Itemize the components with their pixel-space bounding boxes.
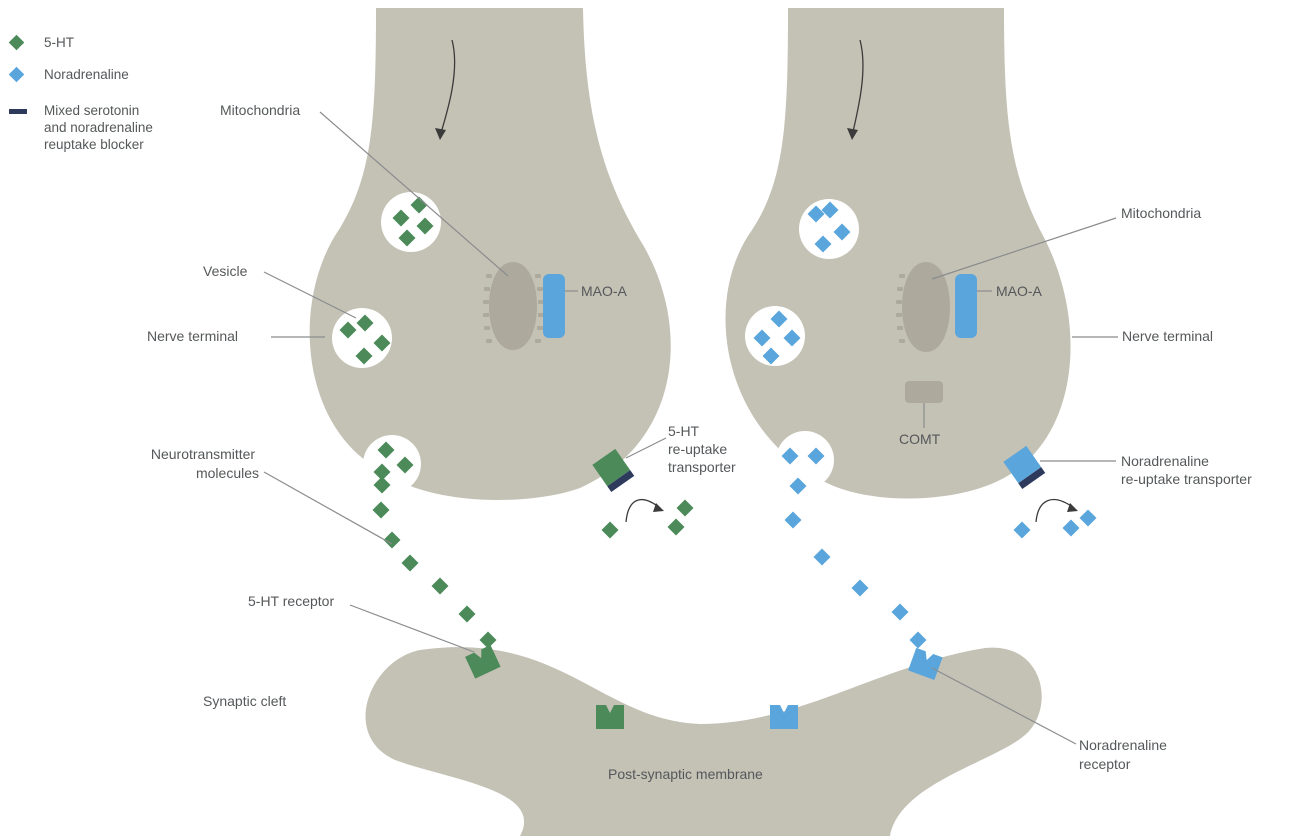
label-nerve-terminal-right: Nerve terminal [1122,328,1213,344]
mao-a-left-enzyme [543,274,565,338]
vesicle-left-top [381,192,441,252]
noradrenaline-released-molecule [785,512,802,529]
label-nerve-terminal-left: Nerve terminal [147,328,238,344]
right-nerve-terminal [725,8,1070,499]
noradrenaline-released-molecule [852,580,869,597]
noradrenaline-released-molecule [892,604,909,621]
serotonin-released-molecule [459,606,476,623]
na-receptor-ligand [910,632,927,649]
serotonin-reuptake-molecule [602,522,619,539]
noradrenaline-released-molecule [814,549,831,566]
serotonin-released-molecule [402,555,419,572]
ht-receptor-ligand [480,632,497,649]
label-neurotransmitter: Neurotransmitter molecules [151,446,259,481]
label-comt: COMT [899,431,941,447]
label-na-transporter: Noradrenaline re-uptake transporter [1121,453,1252,487]
legend-label-noradrenaline: Noradrenaline [44,67,129,82]
label-mitochondria-right: Mitochondria [1121,205,1201,221]
label-mao-a-left: MAO-A [581,283,628,299]
noradrenaline-reuptake-molecule [1014,522,1031,539]
left-nerve-terminal [310,8,671,500]
legend: 5-HT Noradrenaline Mixed serotonin and n… [9,35,157,152]
comt-enzyme [905,381,943,403]
label-ht-transporter: 5-HT re-uptake transporter [668,423,736,475]
serotonin-reuptake-molecule [677,500,694,517]
label-mao-a-right: MAO-A [996,283,1043,299]
legend-label-blocker: Mixed serotonin and noradrenaline reupta… [44,103,157,152]
serotonin-released-molecule [432,578,449,595]
post-synaptic-membrane [366,647,1042,836]
label-ht-receptor: 5-HT receptor [248,593,334,609]
serotonin-reuptake-molecule [668,519,685,536]
leader-ht-receptor [350,605,474,652]
green-diamond-icon [9,35,25,51]
noradrenaline-reuptake-molecule [1080,510,1097,527]
label-mitochondria-left: Mitochondria [220,102,300,118]
label-postsynaptic: Post-synaptic membrane [608,766,763,782]
blue-diamond-icon [9,67,25,83]
serotonin-released-molecule [373,502,390,519]
mao-a-right-enzyme [955,274,977,338]
noradrenaline-reuptake-molecule [1063,520,1080,537]
na-receptor-free [770,705,798,729]
label-vesicle: Vesicle [203,263,248,279]
vesicle-right-bottom [776,431,834,489]
label-synaptic-cleft: Synaptic cleft [203,693,286,709]
dark-bar-icon [9,109,27,114]
label-na-receptor: Noradrenaline receptor [1079,737,1171,772]
legend-label-5ht: 5-HT [44,35,74,50]
